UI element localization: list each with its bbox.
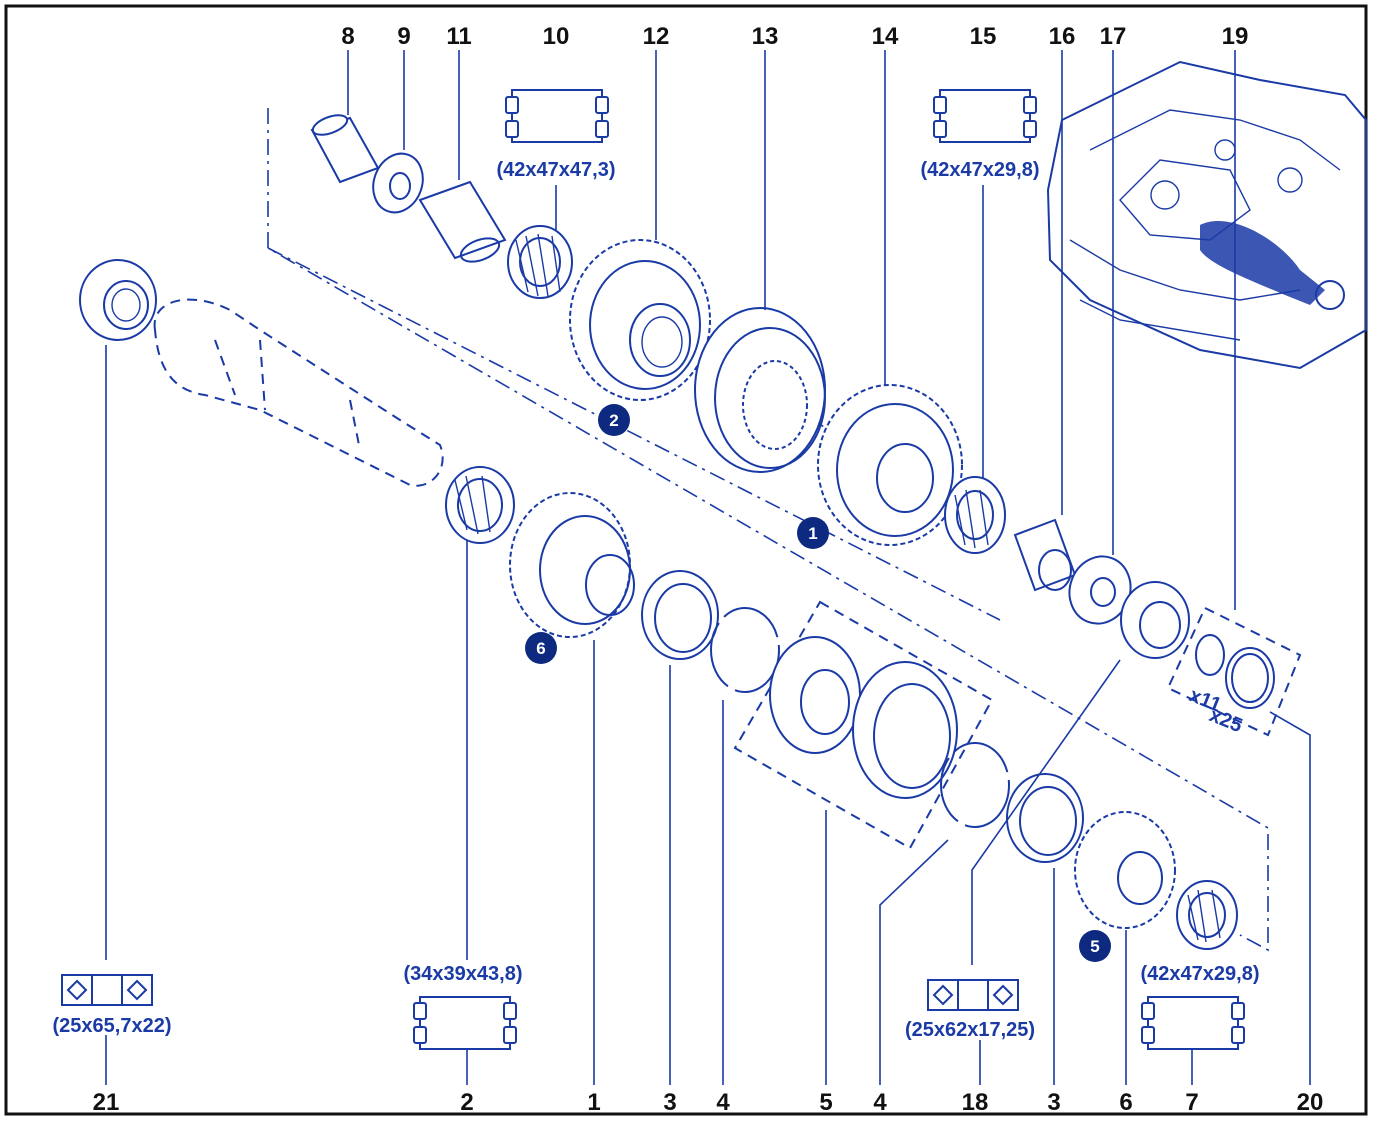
dimension-label-7: (42x47x29,8) [1141, 963, 1260, 985]
thrust-washer-9 [372, 152, 424, 214]
sleeve-8 [310, 114, 380, 184]
needle-bearing-2 [445, 466, 515, 544]
ball-bearing-symbol-18 [927, 979, 1019, 1011]
callout-12: 12 [643, 23, 670, 50]
gear-badges: 2 1 6 5 [525, 404, 1111, 962]
spring-ring-4-upper [710, 607, 780, 693]
bearing-21 [79, 259, 157, 341]
svg-text:2: 2 [609, 411, 618, 430]
sleeve-11 [418, 180, 507, 263]
needle-bearing-symbol-7 [1141, 996, 1245, 1050]
callout-4: 4 [716, 1089, 730, 1116]
synchro-sleeve-13 [694, 307, 826, 473]
dimension-label-2: (34x39x43,8) [404, 963, 523, 985]
callout-16: 16 [1049, 23, 1076, 50]
callout-3: 3 [663, 1089, 676, 1116]
transmission-housing-illustration [1046, 60, 1367, 370]
gear-badge-2: 2 [598, 404, 630, 436]
callout-18: 18 [962, 1089, 989, 1116]
callout-9: 9 [397, 23, 410, 50]
spring-ring-4-lower [940, 742, 1010, 828]
callout-19: 19 [1222, 23, 1249, 50]
callout-10: 10 [543, 23, 570, 50]
callout-11: 11 [446, 23, 471, 50]
gear-12 [569, 239, 711, 401]
needle-bearing-symbol-15 [933, 89, 1037, 143]
callout-13: 13 [752, 23, 779, 50]
needle-bearing-7 [1176, 880, 1238, 950]
gear-badge-6: 6 [525, 632, 557, 664]
synchro-ring-3-lower [1006, 773, 1084, 863]
gear-1 [509, 492, 635, 638]
callout-5: 5 [819, 1089, 832, 1116]
callout-2: 2 [460, 1089, 473, 1116]
callout-14: 14 [872, 23, 899, 50]
diagram-frame [4, 4, 1368, 1116]
callout-17: 17 [1100, 23, 1127, 50]
ball-bearing-18 [1120, 581, 1190, 659]
dimension-label-15: (42x47x29,8) [921, 159, 1040, 181]
needle-bearing-symbol-2 [413, 996, 517, 1050]
callout-1: 1 [587, 1089, 600, 1116]
callout-15: 15 [970, 23, 997, 50]
leader-lines [105, 50, 1311, 1085]
synchro-hub-5 [733, 600, 994, 850]
gear-badge-5: 5 [1079, 930, 1111, 962]
callout-20: 20 [1297, 1089, 1324, 1116]
quantity-label-x25: x25 [1206, 704, 1245, 737]
callout-7: 7 [1185, 1089, 1198, 1116]
callout-3: 3 [1047, 1089, 1060, 1116]
needle-bearing-symbol-10 [505, 89, 609, 143]
callout-8: 8 [341, 23, 354, 50]
sleeve-16 [1013, 518, 1077, 592]
dimension-label-18: (25x62x17,25) [905, 1019, 1035, 1041]
gear-badge-1: 1 [797, 517, 829, 549]
svg-text:6: 6 [536, 639, 545, 658]
svg-text:1: 1 [808, 524, 817, 543]
snap-ring-group [1166, 606, 1302, 737]
callout-21: 21 [93, 1089, 120, 1116]
ball-bearing-symbol-21 [61, 974, 153, 1006]
output-shaft-outline [153, 298, 444, 487]
needle-bearing-10 [507, 225, 573, 299]
dimension-label-10: (42x47x47,3) [497, 159, 616, 181]
dimension-labels: (42x47x47,3) (42x47x29,8) (25x65,7x22) (… [53, 159, 1260, 1041]
callout-4: 4 [873, 1089, 887, 1116]
dimension-label-21: (25x65,7x22) [53, 1015, 172, 1037]
svg-text:5: 5 [1090, 937, 1099, 956]
gear-14 [817, 384, 963, 546]
callout-numbers: 8 9 11 10 12 13 14 15 16 17 19 21 2 1 3 … [93, 23, 1324, 1116]
gear-6 [1074, 811, 1176, 929]
needle-bearing-15 [944, 476, 1006, 554]
callout-6: 6 [1119, 1089, 1132, 1116]
synchro-ring-3-upper [641, 570, 719, 660]
